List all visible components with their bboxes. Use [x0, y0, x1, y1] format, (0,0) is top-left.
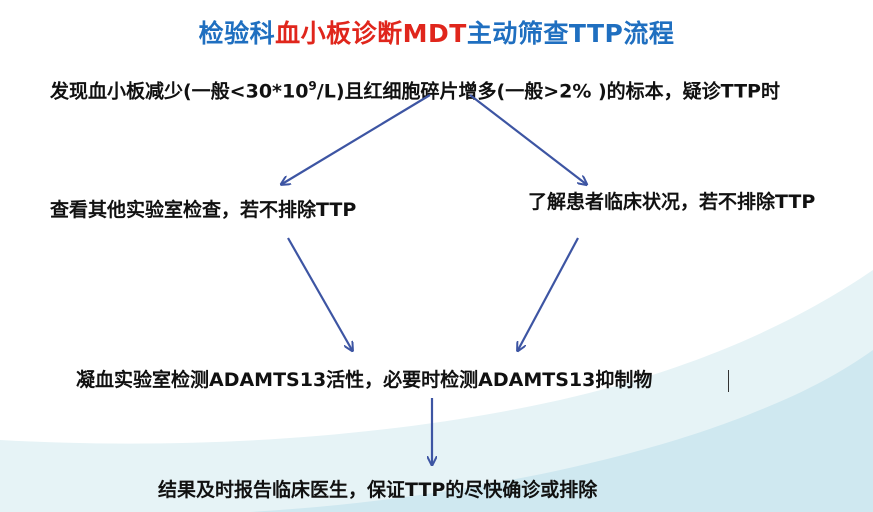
- wave-band: [250, 350, 873, 512]
- start-node-exponent: 9: [308, 79, 317, 93]
- right-branch-node: 了解患者临床状况，若不排除TTP: [528, 191, 816, 213]
- start-node-text-a: 发现血小板减少(一般<30*10: [50, 80, 309, 103]
- start-node-text-b: /L)且红细胞碎片增多(一般>2% )的标本，疑诊TTP时: [316, 80, 780, 103]
- title-suffix: 主动筛查TTP流程: [466, 19, 675, 48]
- left-branch-node: 查看其他实验室检查，若不排除TTP: [50, 199, 357, 221]
- title-highlight: 血小板诊断MDT: [275, 19, 467, 48]
- page-title: 检验科血小板诊断MDT主动筛查TTP流程: [0, 14, 873, 50]
- start-node: 发现血小板减少(一般<30*109/L)且红细胞碎片增多(一般>2% )的标本，…: [50, 72, 840, 105]
- text-cursor: [728, 370, 729, 392]
- title-prefix: 检验科: [198, 19, 276, 48]
- result-node: 结果及时报告临床医生，保证TTP的尽快确诊或排除: [158, 479, 598, 501]
- lab-test-node: 凝血实验室检测ADAMTS13活性，必要时检测ADAMTS13抑制物: [76, 369, 653, 391]
